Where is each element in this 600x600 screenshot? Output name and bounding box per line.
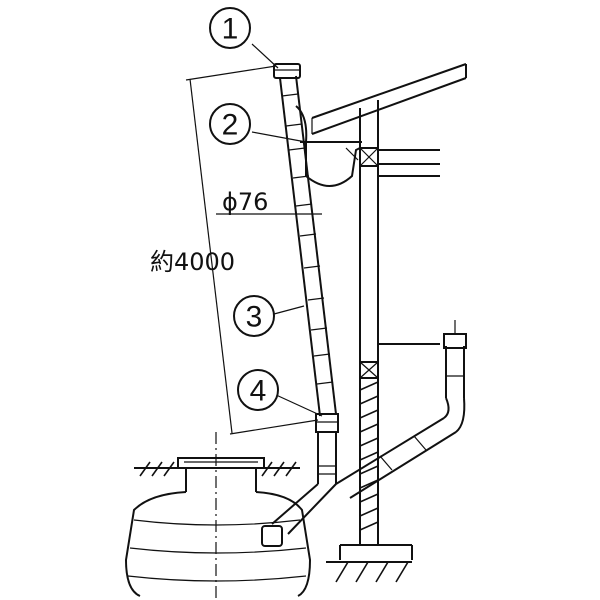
- rain-tank: [124, 432, 312, 600]
- ground-hatch: [326, 561, 412, 583]
- callout-1: 1: [209, 7, 251, 49]
- callout-4: 4: [237, 369, 279, 411]
- callout-1-number: 1: [222, 13, 239, 46]
- callout-4-number: 4: [250, 375, 267, 408]
- pipe-top-cap: [273, 63, 301, 79]
- lower-joint: [315, 413, 339, 484]
- drain-pipe: [271, 320, 467, 535]
- length-dimension: [185, 65, 319, 435]
- roof: [311, 63, 467, 135]
- building-wall: [339, 100, 440, 560]
- downpipe: [279, 75, 337, 417]
- diameter-label: ϕ76: [222, 188, 268, 216]
- callout-3: 3: [233, 295, 275, 337]
- length-label: 約4000: [150, 248, 235, 276]
- callout-3-number: 3: [246, 301, 263, 334]
- gutter: [300, 141, 362, 187]
- leader-lines: [251, 43, 323, 417]
- callout-2-number: 2: [222, 109, 239, 142]
- callout-2: 2: [209, 103, 251, 145]
- gutter-bracket: [295, 105, 308, 143]
